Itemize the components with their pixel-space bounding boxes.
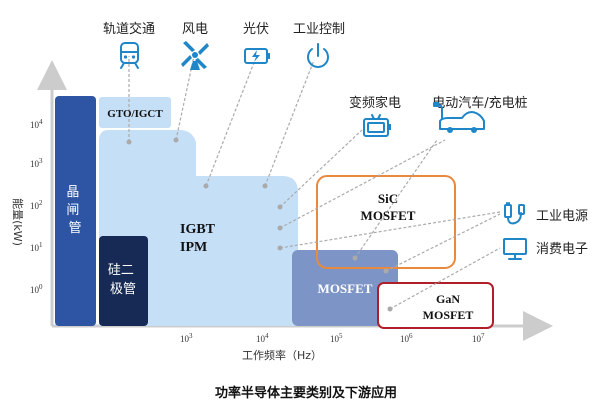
app-consumer-electronics: 消费电子 <box>536 242 588 257</box>
xtick-0: 103 <box>180 332 193 344</box>
gan-mosfet-box <box>377 282 494 329</box>
app-rail: 轨道交通 <box>103 21 155 37</box>
app-pv: 光伏 <box>243 22 269 37</box>
sic-mosfet-box <box>316 175 456 269</box>
train-icon <box>120 42 139 69</box>
appliance-icon <box>363 114 391 137</box>
label-thyristor-ch3: 管 <box>68 221 81 236</box>
label-ipm: IPM <box>180 240 207 255</box>
thyristor-block <box>55 96 96 326</box>
x-ticks: 103 104 105 106 107 <box>180 332 485 344</box>
figure-caption: 功率半导体主要类别及下游应用 <box>215 385 397 401</box>
app-industrial-control: 工业控制 <box>293 22 345 37</box>
xtick-2: 105 <box>330 332 343 344</box>
label-thyristor-ch2: 闸 <box>66 203 79 218</box>
app-ev-charging: 电动汽车/充电桩 <box>432 95 527 111</box>
app-wind: 风电 <box>182 22 208 37</box>
power-adapter-icon <box>504 202 525 225</box>
label-mosfet: MOSFET <box>318 281 373 296</box>
label-sic-line2: MOSFET <box>361 208 416 223</box>
label-diode-line1: 硅二 <box>108 263 134 278</box>
ytick-4: 104 <box>30 118 43 130</box>
app-industrial-power: 工业电源 <box>536 209 588 224</box>
label-diode: 硅二 极管 <box>108 263 138 297</box>
ytick-1: 101 <box>30 241 43 253</box>
label-gan-line2: MOSFET <box>423 308 474 322</box>
label-gan-line1: GaN <box>436 292 460 306</box>
igbt-ipm-region <box>99 130 298 326</box>
label-thyristor: 晶 闸 管 <box>66 185 83 236</box>
y-axis-label: 能量(kW) <box>11 198 25 246</box>
xtick-3: 106 <box>400 332 413 344</box>
diode-block <box>99 236 148 326</box>
y-ticks: 100 101 102 103 104 <box>30 118 43 295</box>
leader-lines <box>126 55 501 312</box>
monitor-icon <box>503 238 527 260</box>
power-icon <box>307 43 329 68</box>
ytick-2: 102 <box>30 199 43 211</box>
gto-igct-block <box>99 97 171 128</box>
label-sic-line1: SiC <box>378 191 398 206</box>
label-gto-igct: GTO/IGCT <box>107 108 163 120</box>
ytick-3: 103 <box>30 157 43 169</box>
ytick-0: 100 <box>30 283 43 295</box>
car-charging-icon <box>433 102 485 133</box>
app-vfd-appliance: 变频家电 <box>349 95 401 111</box>
xtick-1: 104 <box>256 332 269 344</box>
xtick-4: 107 <box>472 332 485 344</box>
label-diode-line2: 极管 <box>110 282 136 297</box>
windmill-icon <box>181 41 209 70</box>
label-thyristor-ch1: 晶 <box>66 185 79 200</box>
battery-icon <box>244 48 270 64</box>
x-axis-label: 工作频率（Hz） <box>242 348 322 362</box>
label-igbt: IGBT <box>180 222 216 237</box>
